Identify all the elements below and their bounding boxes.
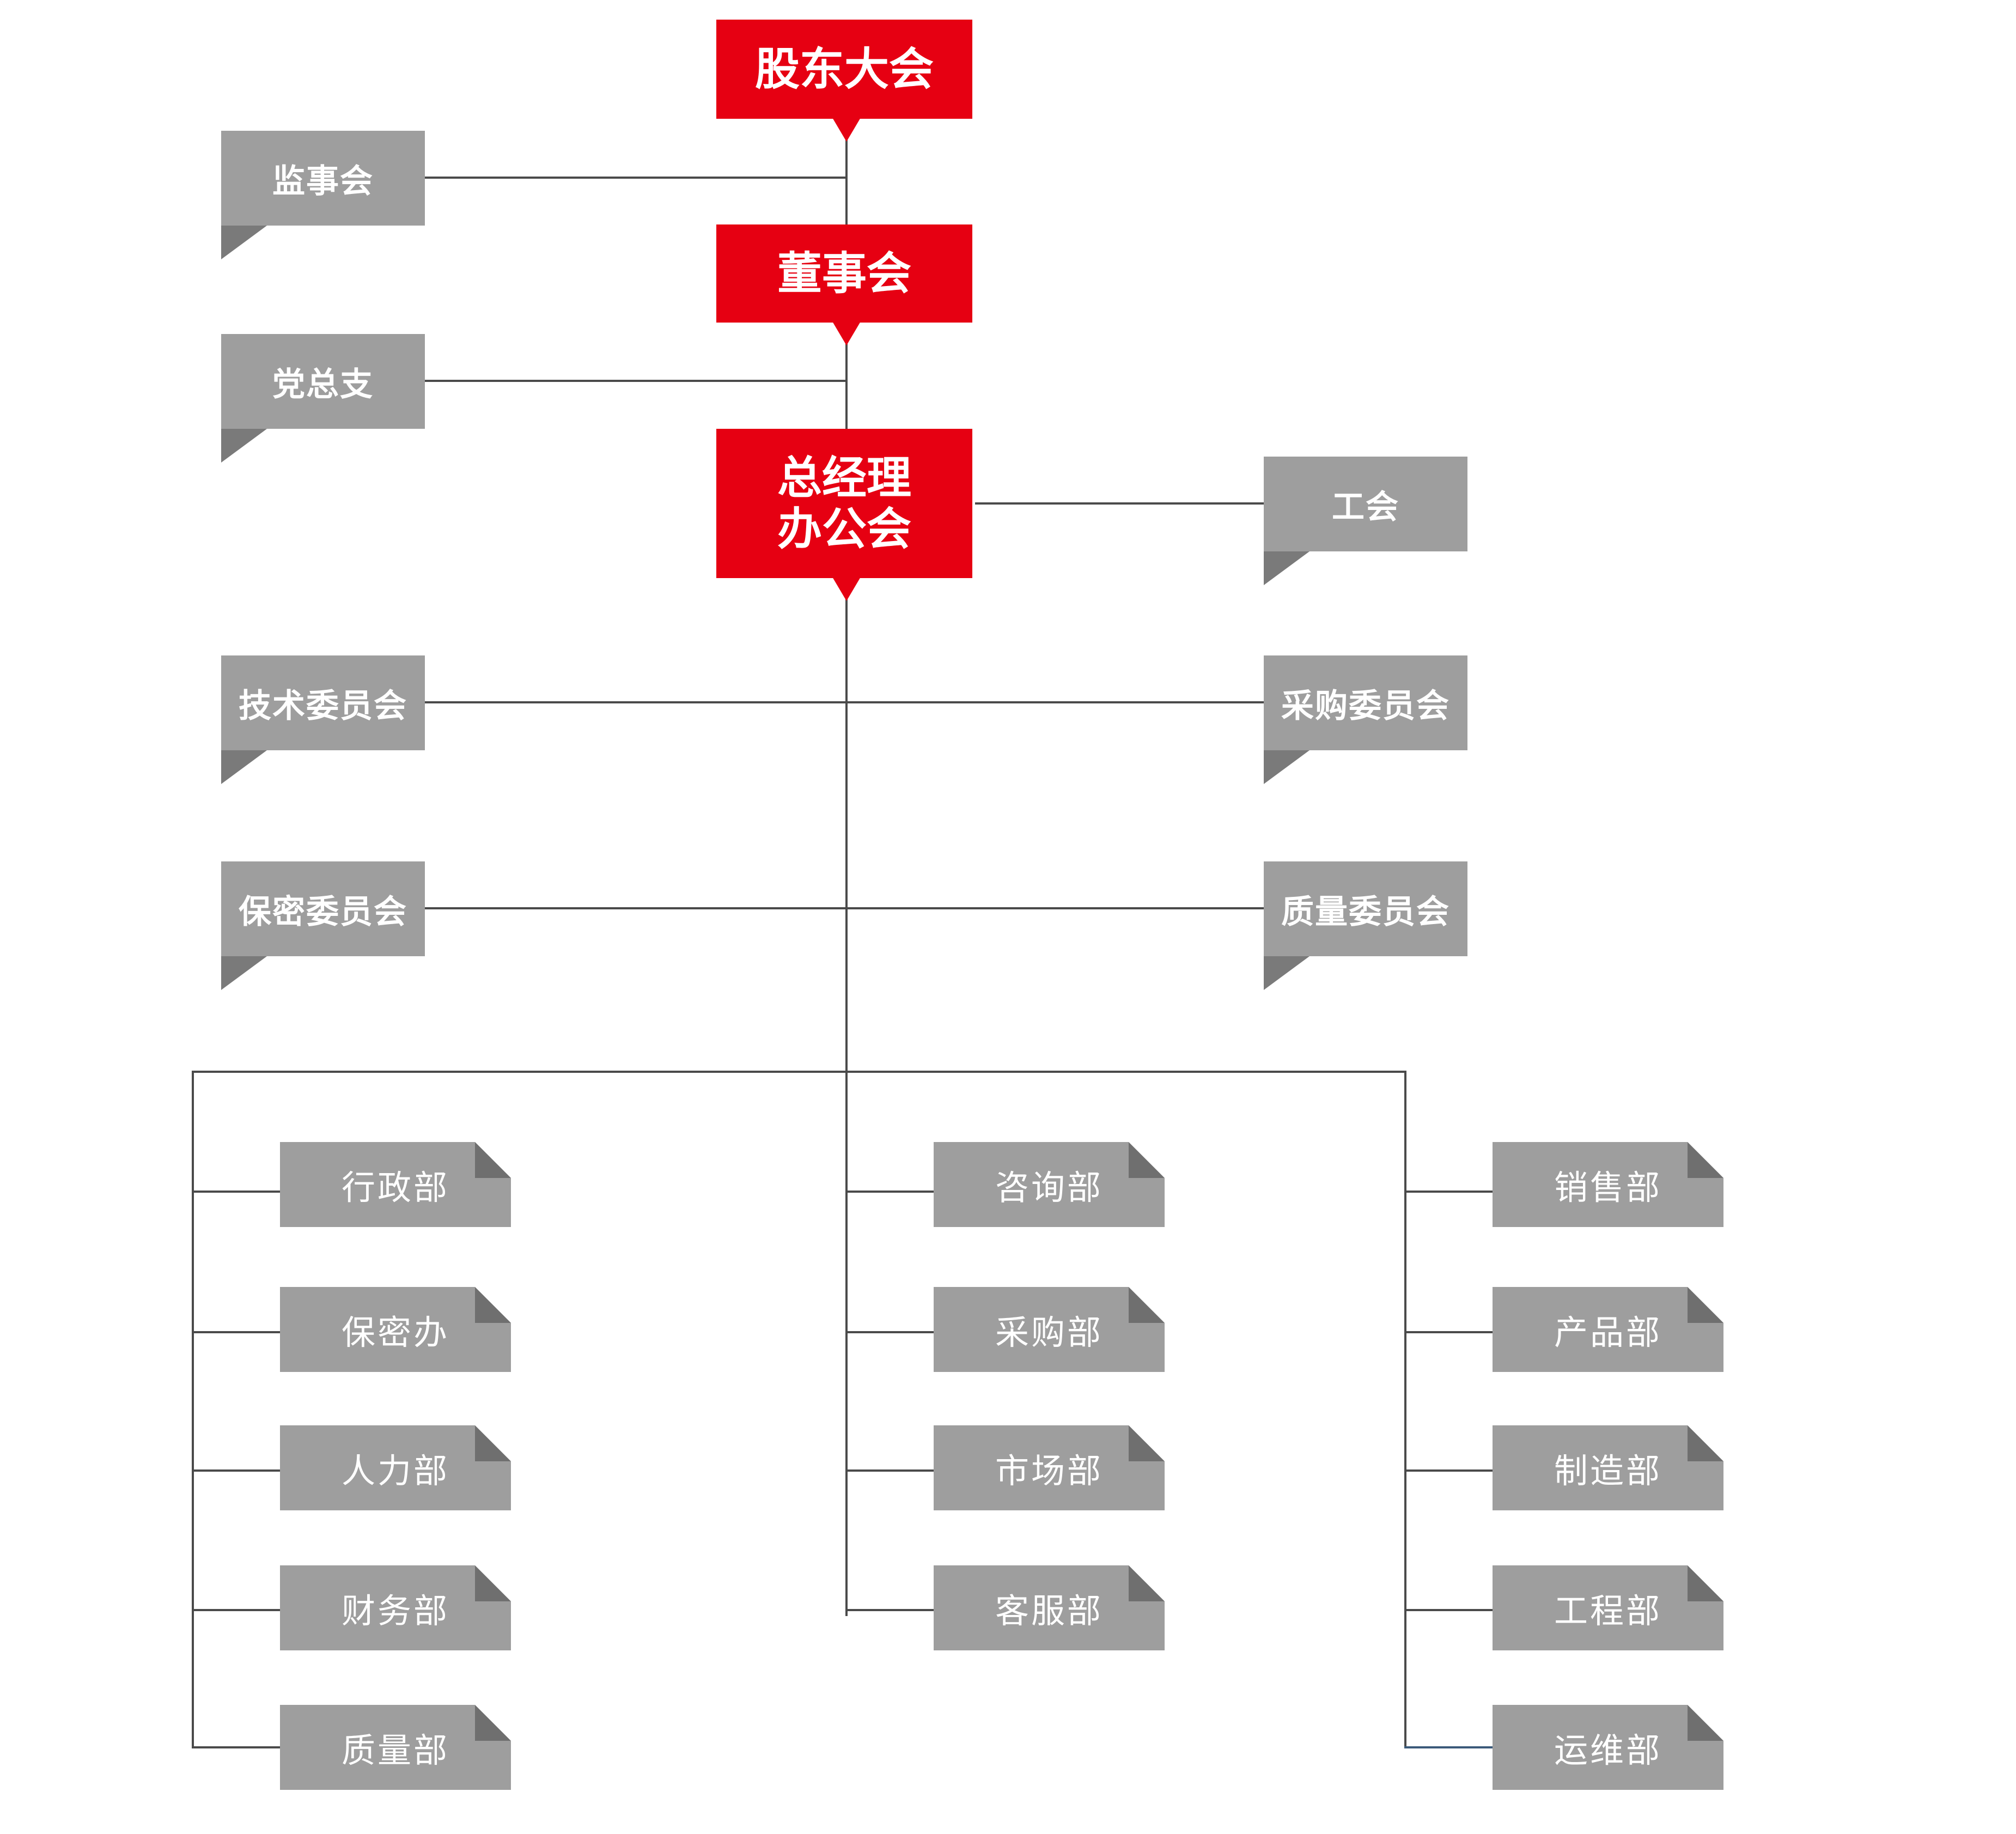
connector-supervisors	[425, 177, 846, 179]
department-right-2: 产品部	[1493, 1287, 1723, 1372]
department-left-5-ear	[475, 1705, 511, 1741]
quality-committee-node: 质量委员会	[1264, 861, 1467, 956]
department-right-1-ear	[1688, 1142, 1723, 1178]
right-branch	[1404, 1071, 1406, 1747]
tick-right-3	[1404, 1469, 1494, 1472]
department-right-4: 工程部	[1493, 1565, 1723, 1650]
department-middle-1: 咨询部	[934, 1142, 1165, 1227]
middle-branch	[845, 1071, 848, 1610]
tech-committee-node: 技术委员会	[221, 655, 425, 750]
gm-office-pointer	[832, 577, 861, 601]
tick-middle-2	[845, 1331, 935, 1333]
tick-middle-4	[845, 1609, 935, 1611]
department-right-4-ear	[1688, 1565, 1723, 1601]
tick-middle-3	[845, 1469, 935, 1472]
shareholders-pointer	[832, 118, 861, 142]
department-right-5: 运维部	[1493, 1705, 1723, 1790]
tick-right-4	[1404, 1609, 1494, 1611]
purchase-committee-fold	[1264, 750, 1310, 784]
quality-committee-fold	[1264, 956, 1310, 990]
tick-left-3	[192, 1469, 281, 1472]
department-right-2-ear	[1688, 1287, 1723, 1323]
party-node: 党总支	[221, 334, 425, 429]
department-left-2: 保密办	[280, 1287, 511, 1372]
spine-line	[845, 119, 848, 1616]
left-branch	[192, 1071, 194, 1747]
tick-left-2	[192, 1331, 281, 1333]
board-pointer	[832, 321, 861, 345]
department-middle-4: 客服部	[934, 1565, 1165, 1650]
department-right-3: 制造部	[1493, 1425, 1723, 1510]
tech-committee-fold	[221, 750, 267, 784]
department-middle-1-ear	[1129, 1142, 1165, 1178]
tick-left-1	[192, 1191, 281, 1193]
connector-committee-row1	[425, 701, 1270, 703]
board-node: 董事会	[716, 224, 972, 323]
tick-left-5	[192, 1746, 281, 1748]
department-middle-4-ear	[1129, 1565, 1165, 1601]
department-left-4-ear	[475, 1565, 511, 1601]
tick-left-4	[192, 1609, 281, 1611]
department-middle-3-ear	[1129, 1425, 1165, 1461]
party-fold	[221, 429, 267, 463]
department-bus	[192, 1071, 1405, 1073]
purchase-committee-node: 采购委员会	[1264, 655, 1467, 750]
supervisors-fold	[221, 226, 267, 259]
connector-committee-row2	[425, 907, 1270, 909]
department-left-4: 财务部	[280, 1565, 511, 1650]
tick-right-1	[1404, 1191, 1494, 1193]
union-fold	[1264, 551, 1310, 585]
gm-office-node: 总经理 办公会	[716, 429, 972, 578]
connector-union	[975, 502, 1269, 505]
connector-party	[425, 380, 846, 382]
department-right-3-ear	[1688, 1425, 1723, 1461]
department-left-2-ear	[475, 1287, 511, 1323]
department-left-1: 行政部	[280, 1142, 511, 1227]
secrecy-committee-node: 保密委员会	[221, 861, 425, 956]
supervisors-node: 监事会	[221, 131, 425, 226]
department-left-3: 人力部	[280, 1425, 511, 1510]
department-right-1: 销售部	[1493, 1142, 1723, 1227]
union-node: 工会	[1264, 457, 1467, 551]
department-right-5-ear	[1688, 1705, 1723, 1741]
tick-right-5	[1404, 1746, 1494, 1748]
department-left-1-ear	[475, 1142, 511, 1178]
department-middle-2-ear	[1129, 1287, 1165, 1323]
department-left-3-ear	[475, 1425, 511, 1461]
tick-right-2	[1404, 1331, 1494, 1333]
tick-middle-1	[845, 1191, 935, 1193]
department-middle-3: 市场部	[934, 1425, 1165, 1510]
secrecy-committee-fold	[221, 956, 267, 990]
department-middle-2: 采购部	[934, 1287, 1165, 1372]
department-left-5: 质量部	[280, 1705, 511, 1790]
shareholders-node: 股东大会	[716, 20, 972, 119]
